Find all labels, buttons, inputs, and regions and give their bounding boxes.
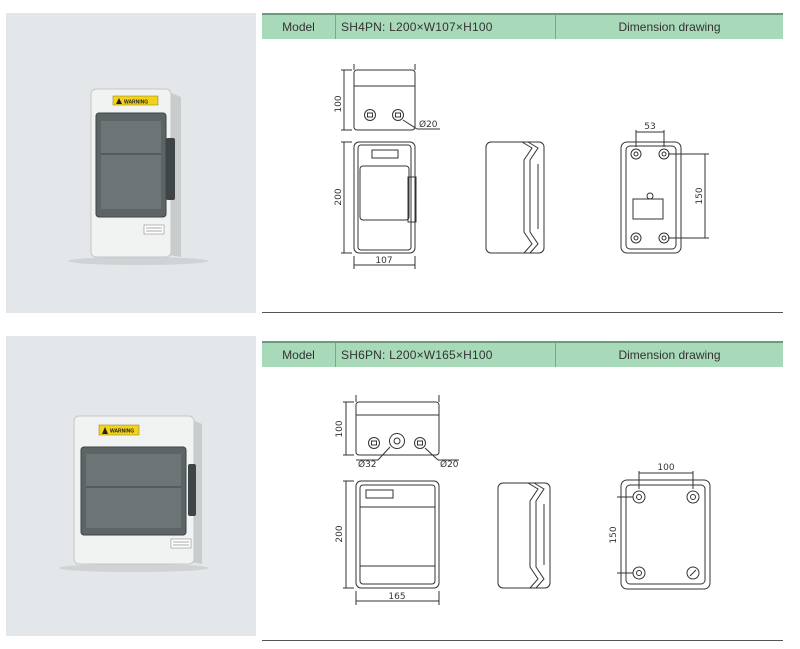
product-photo-sh6pn: WARNING (6, 336, 256, 636)
dim-height: 100 (334, 95, 344, 112)
enclosure-sh4pn-image: WARNING (68, 88, 208, 265)
top-view (343, 395, 459, 461)
top-view (341, 64, 440, 131)
enclosure-sh6pn-image: WARNING (59, 415, 209, 572)
dim-length: 200 (334, 188, 344, 205)
section-divider (262, 640, 783, 641)
front-view (343, 480, 440, 605)
dim-width: 165 (388, 592, 405, 602)
model-label: Model (262, 343, 336, 367)
back-view (617, 471, 711, 590)
warning-sticker-text: WARNING (110, 429, 134, 435)
dim-length: 200 (335, 525, 345, 542)
model-spec: SH4PN: L200×W107×H100 (336, 15, 556, 39)
front-view (341, 141, 417, 269)
model-label: Model (262, 15, 336, 39)
dimension-drawing-sh6pn: 100 Ø32 Ø20 200 165 (262, 367, 783, 637)
dim-hole-large: Ø32 (358, 459, 377, 470)
dim-hole: Ø20 (419, 119, 438, 130)
dimension-drawing-sh4pn: 100 Ø20 200 107 (262, 39, 783, 309)
spec-header-sh6pn: Model SH6PN: L200×W165×H100 Dimension dr… (262, 341, 783, 367)
dim-hole-small: Ø20 (440, 459, 459, 470)
warning-sticker-text: WARNING (124, 100, 148, 106)
dimension-drawing-label: Dimension drawing (618, 20, 721, 34)
dim-mount-spacing-x: 100 (657, 463, 674, 473)
product-photo-sh4pn: WARNING (6, 13, 256, 313)
spec-header-sh4pn: Model SH4PN: L200×W107×H100 Dimension dr… (262, 13, 783, 39)
dim-mount-spacing-y: 150 (609, 526, 619, 543)
dimension-drawing-label: Dimension drawing (618, 348, 721, 362)
back-view (620, 130, 709, 254)
dim-mount-spacing-y: 150 (695, 187, 705, 204)
dim-mount-spacing-x: 53 (644, 122, 655, 132)
side-view (485, 141, 545, 254)
section-divider (262, 312, 783, 313)
model-spec: SH6PN: L200×W165×H100 (336, 343, 556, 367)
dim-width: 107 (375, 256, 392, 266)
dim-height: 100 (335, 420, 345, 437)
side-view (497, 482, 551, 589)
